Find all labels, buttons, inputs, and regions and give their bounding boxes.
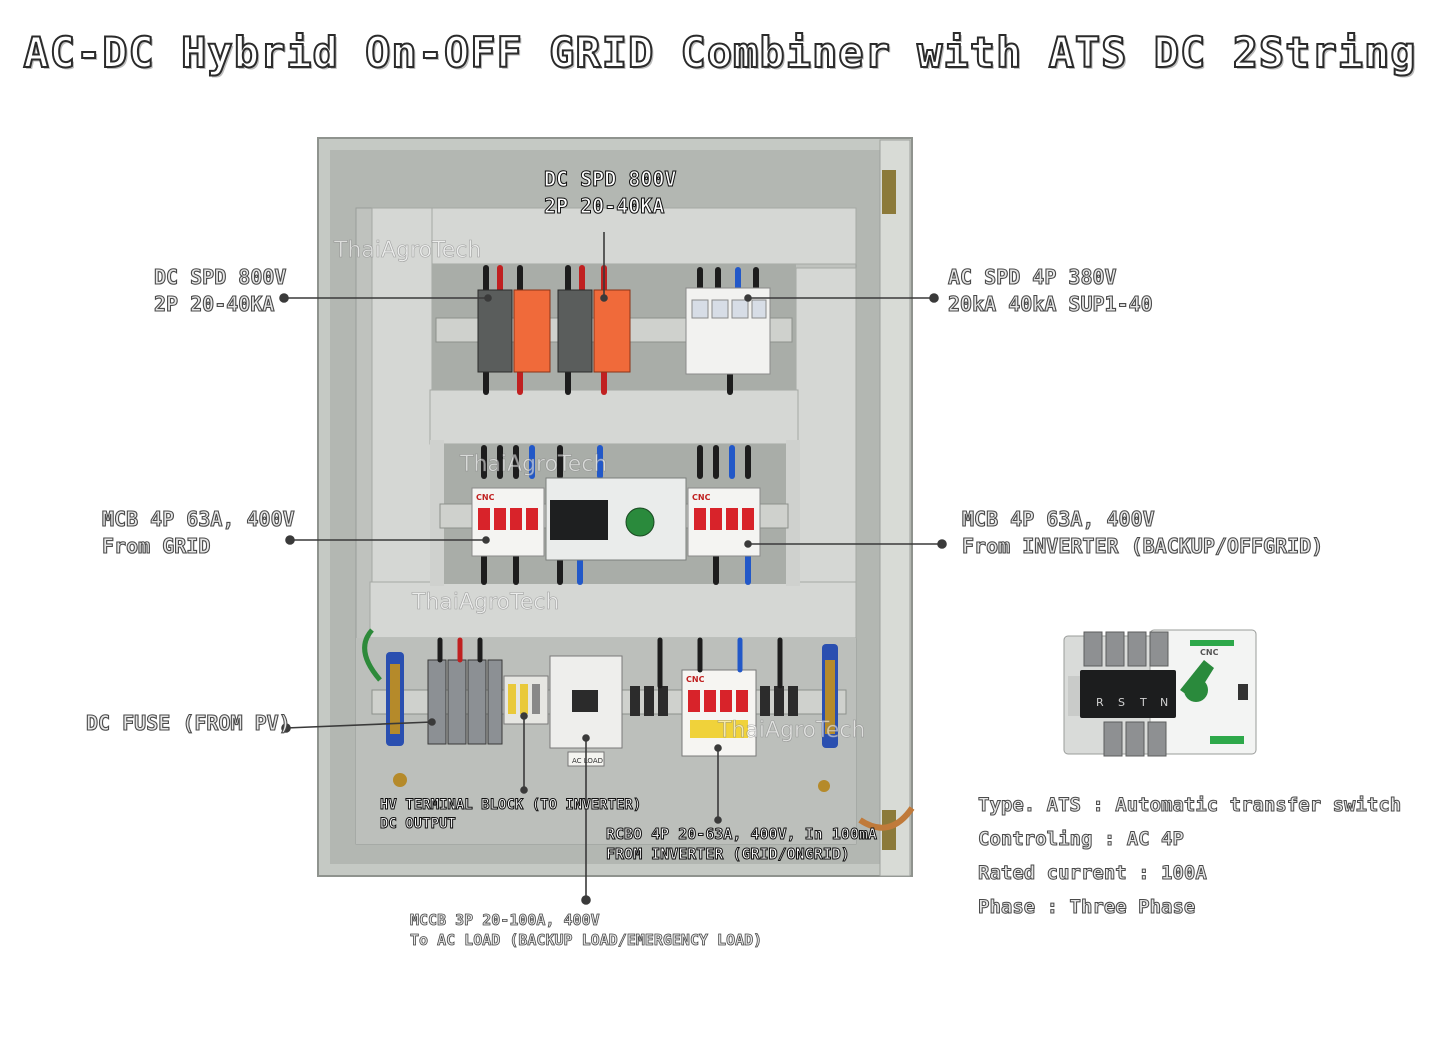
watermark-1: ThaiAgroTech <box>334 238 482 264</box>
rcbo-window <box>690 720 748 738</box>
mccb-handle <box>572 690 598 712</box>
ats-inset <box>1063 629 1257 757</box>
ground-wire <box>362 628 382 682</box>
watermark-2: ThaiAgroTech <box>460 452 608 478</box>
ats-letter-s: S <box>1118 696 1125 709</box>
page-title: AC-DC Hybrid On-OFF GRID Combiner with A… <box>22 27 1417 78</box>
rcbo-brand: CNC <box>686 675 705 684</box>
ground-screw <box>393 773 407 787</box>
mcb-inverter-brand: CNC <box>692 493 711 502</box>
spec-rated-current: Rated current : 100A <box>977 862 1207 885</box>
rcbo <box>681 669 757 757</box>
dc-spd-1-module <box>513 289 551 373</box>
watermark-3: ThaiAgroTech <box>412 590 560 616</box>
duct-left <box>371 207 433 629</box>
duct-top <box>371 207 857 265</box>
ats-letter-n: N <box>1160 696 1168 709</box>
spec-type: Type. ATS : Automatic transfer switch <box>977 794 1402 817</box>
mccb-tag-text: AC LOAD <box>572 757 603 765</box>
spec-phase: Phase : Three Phase <box>977 896 1196 919</box>
ats-letter-r: R <box>1096 696 1104 709</box>
dc-fuse-holders <box>427 659 503 745</box>
dc-spd-2-base <box>557 289 593 373</box>
wires-lower <box>437 637 783 689</box>
ats-specs: Type. ATS : Automatic transfer switch Co… <box>977 788 1402 924</box>
duct-lower <box>369 581 857 639</box>
ground-screw-right <box>818 780 830 792</box>
duct-mid <box>429 389 799 445</box>
door-edge <box>879 139 911 877</box>
label-dc-fuse: DC FUSE (FROM PV) <box>85 710 291 735</box>
mcb-inverter-toggles <box>694 508 754 530</box>
terminal-strip <box>630 686 798 716</box>
ats-panel-dark <box>550 500 608 540</box>
spec-controlling: Controling : AC 4P <box>977 828 1184 851</box>
door-hinge-top <box>882 170 896 214</box>
watermark-4: ThaiAgroTech <box>718 718 866 744</box>
ats-switch <box>545 477 687 561</box>
wires-mid <box>481 445 751 585</box>
duct-right <box>795 267 857 629</box>
rcbo-toggles <box>688 690 748 712</box>
busbar-left-brass <box>390 664 400 734</box>
duct-right-lower <box>786 440 800 586</box>
hv-terminal-block <box>503 675 549 725</box>
duct-left-lower <box>430 440 444 586</box>
busbar-right-brass <box>825 660 835 734</box>
ac-spd-windows <box>691 299 767 319</box>
ats-inset-brand: CNC <box>1200 648 1219 657</box>
ats-knob <box>625 507 655 537</box>
label-hv-terminal: HV TERMINAL BLOCK (TO INVERTER)DC OUTPUT <box>379 797 642 833</box>
ats-inset-letters: R S T N <box>1096 696 1168 709</box>
ats-letter-t: T <box>1139 696 1147 709</box>
copper-strap <box>858 806 915 831</box>
leader-lines <box>279 232 947 905</box>
mcb-grid-toggles <box>478 508 538 530</box>
dc-spd-2-module <box>593 289 631 373</box>
mcb-grid-brand: CNC <box>476 493 495 502</box>
dc-spd-1-base <box>477 289 513 373</box>
